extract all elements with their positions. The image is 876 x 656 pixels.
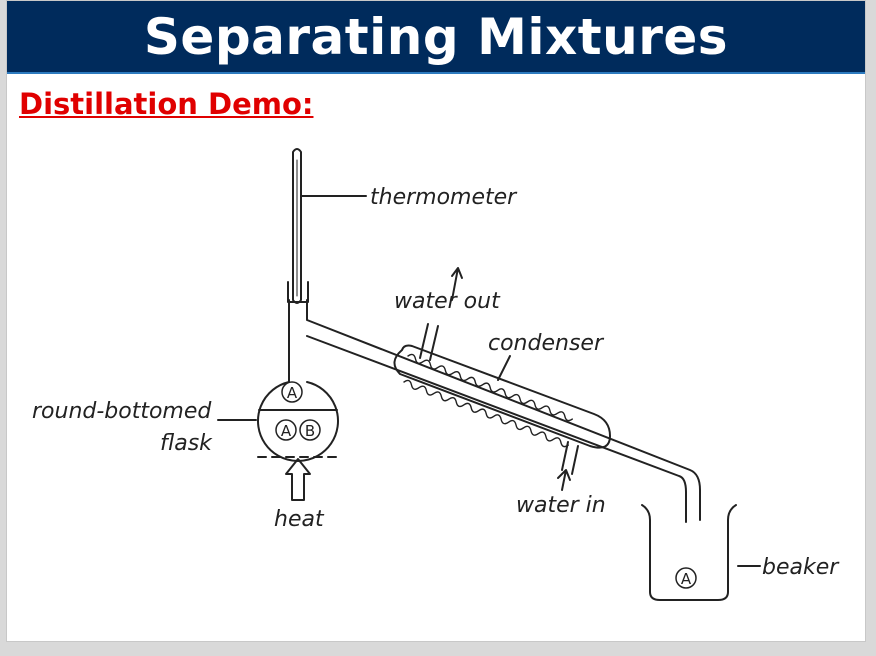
beaker [641,504,737,601]
label-beaker: beaker [762,555,840,580]
condenser-leader [497,355,511,381]
label-round-bottomed: round-bottomed [32,399,212,424]
label-water-out: water out [394,289,501,314]
marker-mixture-b: B [305,422,315,440]
condenser [393,344,611,449]
slide-title: Separating Mixtures [143,7,729,66]
title-bar: Separating Mixtures [7,1,865,74]
round-bottomed-flask [257,381,339,462]
marker-vapour: A [287,384,298,402]
water-in-pipe [561,441,579,475]
label-flask: flask [160,431,213,456]
label-condenser: condenser [488,331,605,356]
label-thermometer: thermometer [370,185,518,210]
marker-mixture-a: A [281,422,292,440]
water-out-pipe [419,323,439,361]
heat-arrow [285,458,311,501]
slide: Separating Mixtures Distillation Demo: [6,0,866,642]
flask-neck [288,299,701,521]
water-in-arrow [557,469,571,491]
label-water-in: water in [516,493,606,518]
slide-subtitle: Distillation Demo: [19,87,314,121]
label-heat: heat [274,507,325,532]
water-out-arrow [451,267,463,301]
stopper [287,281,309,303]
marker-distillate: A [681,570,692,588]
